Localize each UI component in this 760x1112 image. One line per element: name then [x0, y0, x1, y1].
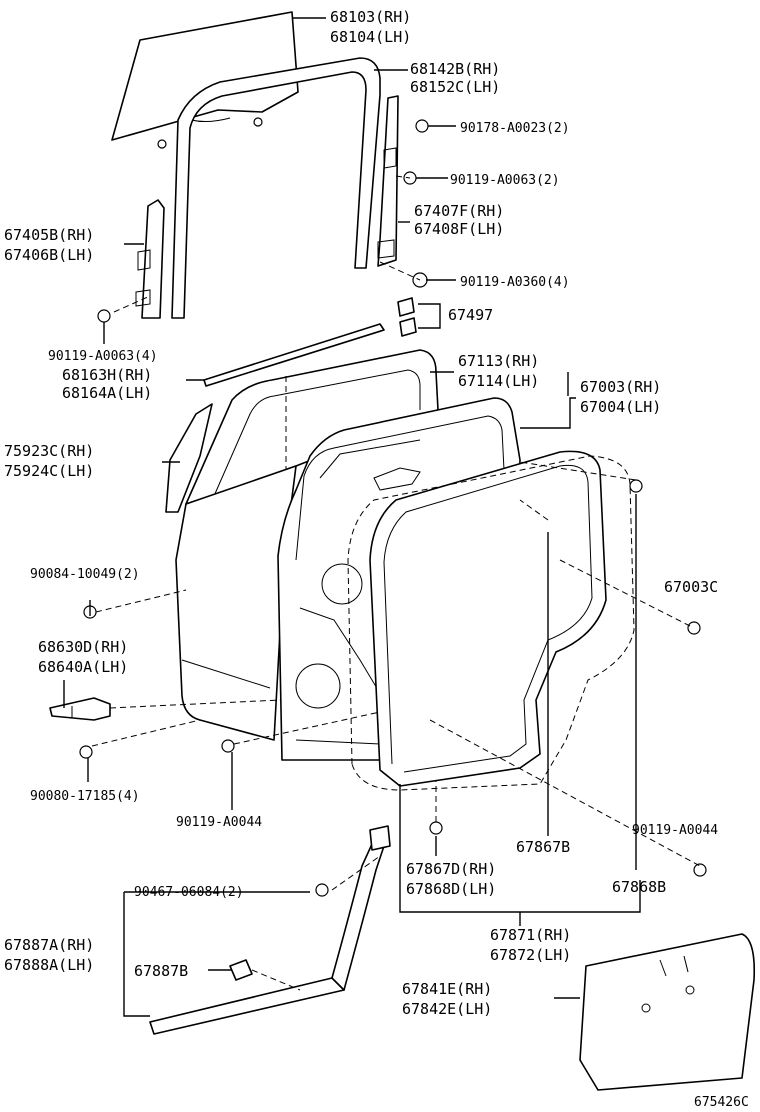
door-glass [111, 11, 299, 149]
label-67887a: 67887A(RH) [4, 936, 94, 954]
door-check [49, 697, 111, 721]
label-90119-a0044-left: 90119-A0044 [176, 815, 262, 830]
label-68640a: 68640A(LH) [38, 658, 128, 676]
label-90119-a0063-4: 90119-A0063(4) [48, 349, 158, 364]
side-molding [165, 403, 213, 513]
label-67888a: 67888A(LH) [4, 956, 94, 974]
label-67867d: 67867D(RH) [406, 860, 496, 878]
label-67003c: 67003C [664, 578, 718, 596]
label-diagram-id: 675426C [694, 1095, 749, 1110]
label-90080: 90080-17185(4) [30, 789, 140, 804]
label-75924c: 75924C(LH) [4, 462, 94, 480]
label-67867b: 67867B [516, 838, 570, 856]
division-bar-right [377, 95, 399, 267]
label-67406b: 67406B(LH) [4, 246, 94, 264]
belt-moulding [203, 323, 385, 387]
label-90119-a0044-right: 90119-A0044 [632, 823, 718, 838]
glass-run-channel [171, 57, 381, 319]
label-67114: 67114(LH) [458, 372, 539, 390]
label-68103: 68103(RH) [330, 8, 411, 26]
label-68163h: 68163H(RH) [62, 366, 152, 384]
label-67407f: 67407F(RH) [414, 202, 504, 220]
label-67003: 67003(RH) [580, 378, 661, 396]
label-67871: 67871(RH) [490, 926, 571, 944]
label-67497: 67497 [448, 306, 493, 324]
label-68142b: 68142B(RH) [410, 60, 500, 78]
label-90467: 90467-06084(2) [134, 885, 244, 900]
label-68104: 68104(LH) [330, 28, 411, 46]
division-bar-left [135, 199, 165, 319]
label-67868b: 67868B [612, 878, 666, 896]
label-90178: 90178-A0023(2) [460, 121, 570, 136]
label-67004: 67004(LH) [580, 398, 661, 416]
service-hole-cover-outline [347, 455, 635, 791]
label-67887b: 67887B [134, 962, 188, 980]
label-67842e: 67842E(LH) [402, 1000, 492, 1018]
service-hole-cover [579, 933, 756, 1091]
installation-lines [91, 175, 701, 991]
label-68164a: 68164A(LH) [62, 384, 152, 402]
label-90084: 90084-10049(2) [30, 567, 140, 582]
label-67841e: 67841E(RH) [402, 980, 492, 998]
label-90119-a0360: 90119-A0360(4) [460, 275, 570, 290]
clip-67497 [397, 297, 417, 337]
label-67408f: 67408F(LH) [414, 220, 504, 238]
label-67405b: 67405B(RH) [4, 226, 94, 244]
label-67868d: 67868D(LH) [406, 880, 496, 898]
label-90119-a0063-2: 90119-A0063(2) [450, 173, 560, 188]
part-labels: 68103(RH) 68104(LH) 68142B(RH) 68152C(LH… [4, 8, 749, 1110]
label-68630d: 68630D(RH) [38, 638, 128, 656]
door-weatherstrip [369, 450, 607, 787]
label-67113: 67113(RH) [458, 352, 539, 370]
door-scuff-plate [149, 825, 391, 1035]
leader-lines [63, 17, 641, 1017]
label-67872: 67872(LH) [490, 946, 571, 964]
label-68152c: 68152C(LH) [410, 78, 500, 96]
label-75923c: 75923C(RH) [4, 442, 94, 460]
door-outer-panel [175, 349, 439, 741]
